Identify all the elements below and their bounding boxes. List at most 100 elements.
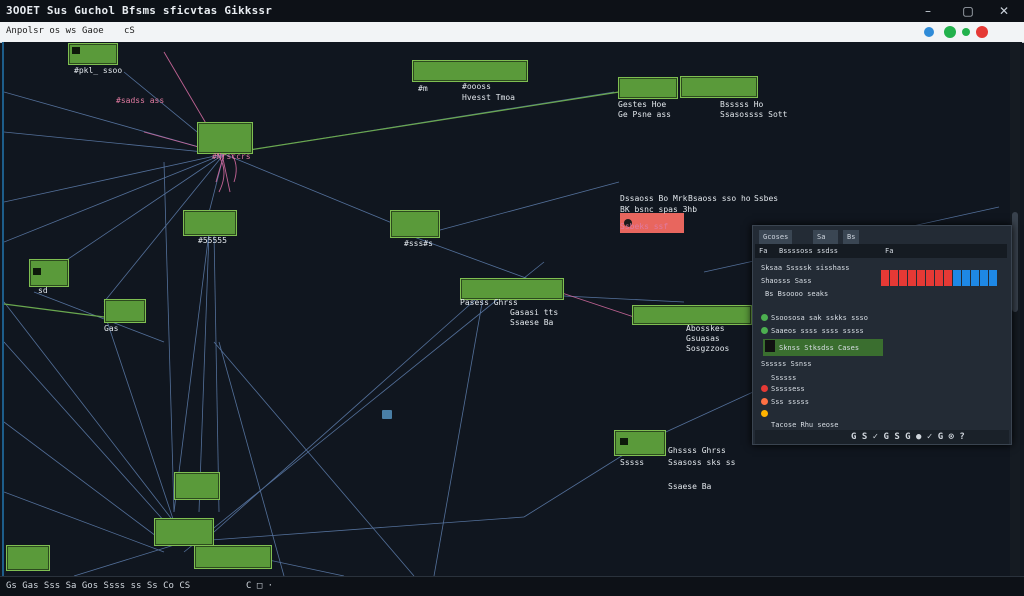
panel-row[interactable]: Ssssss Ssnss — [761, 360, 812, 368]
toolbar-item[interactable]: cS — [124, 26, 135, 36]
status-dot-yellow — [761, 410, 768, 417]
scrollbar-thumb[interactable] — [1012, 212, 1018, 312]
node-label: #sadss ass — [116, 96, 165, 105]
panel-row[interactable]: Ssoososa sak sskks ssso — [771, 314, 868, 322]
panel-footer-icons[interactable]: G S ✓ G S G ● ✓ G ⊙ ? — [851, 432, 965, 442]
status-segment — [944, 270, 952, 286]
status-bar: Gs Gas Sss Sa Gos Ssss ss Ss Co CS C □ · — [0, 576, 1024, 596]
node-label: Abosskes — [686, 324, 725, 333]
graph-node[interactable] — [390, 210, 440, 238]
toolbar: Anpolsr os ws Gaoe cS — [0, 22, 1024, 43]
node-label: Ssasoss sks ss — [668, 458, 736, 467]
status-ok-small-icon[interactable] — [962, 28, 970, 36]
graph-node[interactable] — [680, 76, 758, 98]
toolbar-item[interactable]: Anpolsr os ws — [6, 26, 77, 36]
panel-row[interactable]: Ssssss — [771, 374, 797, 382]
node-label: #Nrsccrs — [212, 152, 251, 161]
panel-row[interactable]: Shaosss Sass — [761, 277, 812, 285]
panel-tab[interactable]: Gcoses — [759, 230, 793, 244]
panel-row[interactable]: Sksaa Sssssk sisshass — [761, 264, 850, 272]
window-title: ЗООЕТ Sus Guchol Bfsms sficvtas Gikkssr — [6, 4, 273, 17]
graph-node[interactable] — [29, 259, 69, 287]
graph-node[interactable] — [183, 210, 237, 236]
status-segment — [899, 270, 907, 286]
avatar — [765, 340, 775, 352]
graph-node[interactable] — [68, 43, 118, 65]
panel-row[interactable]: Sknss Stksdss Cases — [779, 344, 860, 352]
node-label: Ghssss Ghrss — [668, 446, 726, 455]
graph-node[interactable] — [618, 77, 678, 99]
graph-node[interactable] — [154, 518, 214, 546]
panel-tab[interactable]: Bs — [843, 230, 860, 244]
status-items[interactable]: Gs Gas Sss Sa Gos Ssss ss Ss Co CS — [6, 581, 191, 591]
status-dot-red — [761, 385, 768, 392]
status-icons[interactable]: C □ · — [246, 581, 274, 591]
toolbar-item[interactable]: Gaoe — [82, 26, 104, 36]
close-button[interactable]: ✕ — [998, 4, 1010, 18]
panel-bottom-label: Tacose Rhu seose — [771, 421, 839, 429]
status-segment — [881, 270, 889, 286]
warning-node[interactable] — [620, 213, 684, 233]
node-label: sd — [38, 286, 48, 295]
node-label: Ssbes — [754, 194, 779, 203]
status-segment — [989, 270, 997, 286]
node-label: Sssss — [620, 458, 645, 467]
node-label: #oooss — [462, 82, 491, 91]
title-bar: ЗООЕТ Sus Guchol Bfsms sficvtas Gikkssr … — [0, 0, 1024, 23]
graph-node[interactable] — [6, 545, 50, 571]
status-dot-green — [761, 327, 768, 334]
maximize-button[interactable]: ▢ — [962, 4, 974, 18]
node-label: Hvesst Tmoa — [462, 93, 515, 102]
node-label: Sosgzzoos — [686, 344, 730, 353]
graph-node[interactable] — [197, 122, 253, 154]
refresh-icon[interactable] — [924, 27, 934, 37]
panel-header-row: Fa Bssssoss ssdss Fa — [755, 244, 1007, 258]
node-label: #55555 — [198, 236, 227, 245]
lock-icon[interactable] — [382, 410, 392, 419]
node-label: #pkl_ ssoo — [74, 66, 123, 75]
status-segment — [953, 270, 961, 286]
graph-node[interactable] — [460, 278, 564, 300]
status-segment — [926, 270, 934, 286]
stop-icon[interactable] — [976, 26, 988, 38]
graph-node[interactable] — [194, 545, 272, 569]
alert-icon — [624, 219, 632, 227]
panel-row[interactable]: Bs Bsoooo seaks — [765, 290, 829, 298]
panel-tab[interactable]: Sa Fuos — [813, 230, 838, 255]
header-cell: Fa — [759, 247, 768, 255]
node-label: #m — [418, 84, 428, 93]
node-label: Gas — [104, 324, 119, 333]
graph-node[interactable] — [632, 305, 752, 325]
node-label: Ssasossss Sott — [720, 110, 788, 119]
node-label: Gsuasas — [686, 334, 720, 343]
panel-row[interactable]: Sssssess — [771, 385, 805, 393]
node-label: Gestes Hoe — [618, 100, 667, 109]
panel-row[interactable]: Sss sssss — [771, 398, 809, 406]
status-segment — [980, 270, 988, 286]
node-label: BK bsnc spas 3hb — [620, 205, 698, 214]
node-label: #sss#s — [404, 239, 433, 248]
status-dot-green — [761, 314, 768, 321]
status-ok-icon[interactable] — [944, 26, 956, 38]
panel-row[interactable]: Saaeos ssss ssss sssss — [771, 327, 864, 335]
vertical-scrollbar[interactable] — [1010, 42, 1020, 576]
status-segment — [908, 270, 916, 286]
node-label: Gasasi tts — [510, 308, 559, 317]
inspector-panel[interactable]: Gcoses Sa Fuos Bs Fa Bssssoss ssdss Fa S… — [752, 225, 1012, 445]
graph-node[interactable] — [104, 299, 146, 323]
node-label: Ge Psne ass — [618, 110, 671, 119]
graph-node[interactable] — [614, 430, 666, 456]
graph-node[interactable] — [412, 60, 528, 82]
graph-node[interactable] — [174, 472, 220, 500]
status-segment — [935, 270, 943, 286]
header-cell: Bssssoss ssdss — [779, 247, 839, 255]
selected-row-highlight — [763, 339, 883, 356]
node-label: Bsssss Ho — [720, 100, 764, 109]
node-label: Ssaese Ba — [510, 318, 554, 327]
node-label: Dssaoss Bo Mrk — [620, 194, 688, 203]
status-segment — [962, 270, 970, 286]
node-label: Pasess Ghrss — [460, 298, 518, 307]
node-label: Bsaoss sso ho — [688, 194, 751, 203]
node-label: Ssaese Ba — [668, 482, 712, 491]
minimize-button[interactable]: – — [925, 4, 931, 18]
